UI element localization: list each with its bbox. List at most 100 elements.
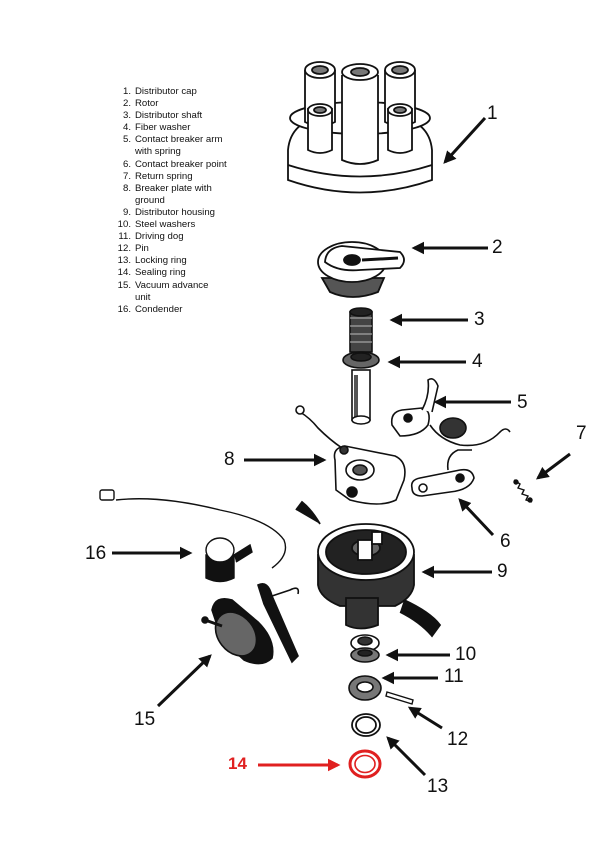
legend-item-number: 13. xyxy=(117,255,131,267)
legend-item-line: Steel washers xyxy=(135,219,196,231)
callout-15: 15 xyxy=(134,709,156,730)
legend-item: 6. Contact breaker point xyxy=(112,159,252,171)
legend-item-number: 2. xyxy=(122,98,131,110)
legend-item: 7. Return spring xyxy=(112,171,252,183)
legend-item-number: 1. xyxy=(122,86,131,97)
callout-arrows xyxy=(112,116,571,777)
callout-10: 10 xyxy=(455,644,477,665)
fiber-washer-part xyxy=(342,351,380,369)
legend-item-line: Driving dog xyxy=(135,231,184,243)
legend-item-line: Condender xyxy=(135,303,183,315)
callout-3: 3 xyxy=(474,309,485,330)
driving-dog-part xyxy=(348,675,382,701)
legend-item-label: Locking ring xyxy=(135,255,252,267)
legend-item-label: Return spring xyxy=(135,171,252,183)
legend-item-line: Distributor housing xyxy=(135,206,215,218)
legend-item-number: 8. xyxy=(122,182,131,194)
legend-item-line: Vacuum advance xyxy=(135,279,209,291)
legend-item-number: 5. xyxy=(122,134,131,146)
arrow-6 xyxy=(458,498,495,537)
parts-legend: 1. Distributor cap 2. Rotor 3. Distributor sh… xyxy=(112,86,252,316)
legend-item: 16. Condender xyxy=(112,304,252,316)
arrow-1 xyxy=(443,116,487,164)
legend-item-line: Distributor cap xyxy=(135,86,197,97)
legend-item-number: 15. xyxy=(117,279,131,291)
legend-item-number: 4. xyxy=(122,122,131,134)
legend-item-label: Distributor cap xyxy=(135,86,252,98)
callout-5: 5 xyxy=(517,392,528,413)
legend-item-label: Driving dog xyxy=(135,231,252,243)
condenser-part xyxy=(99,489,287,583)
legend-item-number: 7. xyxy=(122,170,131,182)
legend-item-line: Distributor shaft xyxy=(135,110,203,122)
legend-item-label: Sealing ring xyxy=(135,267,252,279)
legend-item: 1. Distributor cap xyxy=(112,86,252,98)
return-spring-part xyxy=(513,479,533,503)
legend-item-label: Steel washers xyxy=(135,219,252,231)
legend-item-line: Pin xyxy=(135,243,149,255)
contact-breaker-arm-part xyxy=(390,378,511,447)
legend-item-number: 11. xyxy=(118,231,131,243)
distributor-housing-part xyxy=(295,500,442,638)
legend-item: 9.Distributor housing xyxy=(112,207,252,219)
callout-2: 2 xyxy=(492,237,503,258)
callout-11: 11 xyxy=(444,666,464,687)
legend-item-number: 10. xyxy=(117,219,131,231)
callout-8: 8 xyxy=(224,449,235,470)
callout-4: 4 xyxy=(472,351,483,372)
legend-item-line: Breaker plate with xyxy=(135,182,212,194)
callout-14: 14 xyxy=(228,754,247,773)
legend-item-line: Locking ring xyxy=(135,255,187,267)
contact-breaker-point-part xyxy=(410,449,475,497)
legend-item: 4. Fiber washer xyxy=(112,122,252,134)
arrow-13 xyxy=(386,736,427,777)
callout-9: 9 xyxy=(497,561,508,582)
legend-item: 10. Steel washers xyxy=(112,219,252,231)
distributor-shaft-part xyxy=(349,307,373,425)
vacuum-advance-unit-part xyxy=(201,583,300,665)
arrow-15 xyxy=(156,654,212,708)
legend-item-line: unit xyxy=(135,291,151,303)
legend-item: 2. Rotor xyxy=(112,98,252,110)
legend-item-line: Fiber washer xyxy=(135,122,191,134)
rotor-part xyxy=(317,241,405,298)
legend-item-line: Contact breaker point xyxy=(135,158,227,170)
legend-item-label: Distributor shaft xyxy=(135,110,252,122)
arrow-12 xyxy=(407,706,443,730)
callout-16: 16 xyxy=(85,543,107,564)
callout-13: 13 xyxy=(427,776,449,797)
legend-item-number: 14. xyxy=(117,267,131,279)
legend-item-number: 16. xyxy=(117,303,131,315)
legend-item-label: Pin xyxy=(135,243,252,255)
legend-item-number: 3. xyxy=(122,110,131,122)
legend-item: 3. Distributor shaft xyxy=(112,110,252,122)
legend-item-label: Condender xyxy=(135,304,252,316)
legend-item-number: 6. xyxy=(122,158,131,170)
legend-item-label: Contact breaker point xyxy=(135,159,252,171)
callout-12: 12 xyxy=(447,729,469,750)
legend-item: 12.Pin xyxy=(112,243,252,255)
breaker-plate-part xyxy=(295,405,406,505)
legend-item-line: Rotor xyxy=(135,98,159,110)
arrow-7 xyxy=(535,452,571,480)
legend-item: 13. Locking ring xyxy=(112,255,252,267)
legend-item: 11. Driving dog xyxy=(112,231,252,243)
legend-item-label: Distributor housing xyxy=(135,207,252,219)
legend-item-label: Fiber washer xyxy=(135,122,252,134)
legend-item: 14. Sealing ring xyxy=(112,267,252,279)
steel-washers-part xyxy=(350,634,380,663)
distributor-cap-part xyxy=(287,61,433,194)
pin-part xyxy=(385,691,414,705)
callout-6: 6 xyxy=(500,531,511,552)
legend-item-line: Contact breaker arm xyxy=(135,134,223,146)
legend-item-line: with spring xyxy=(135,146,181,158)
callout-7: 7 xyxy=(576,423,587,444)
legend-item-line: Sealing ring xyxy=(135,267,186,279)
